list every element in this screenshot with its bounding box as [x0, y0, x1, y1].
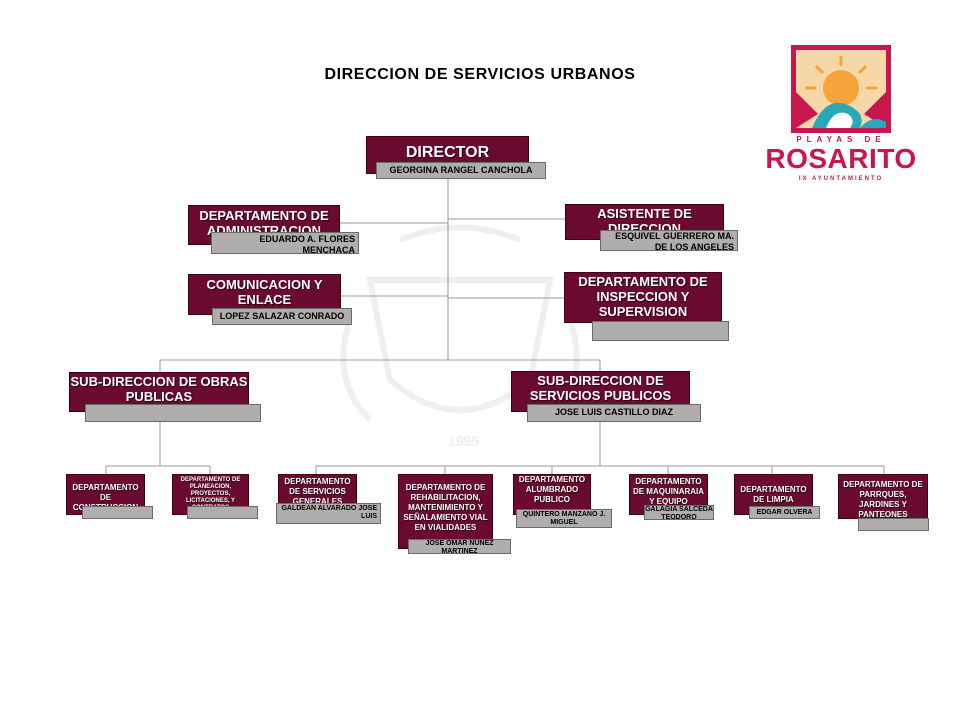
parques-department-box: DEPARTAMENTO DE PARRQUES, JARDINES Y PAN… — [838, 474, 928, 519]
maquinaria-department-title: DEPARTAMENTO DE MAQUINARAIA Y EQUIPO — [632, 477, 705, 506]
watermark-emblem: 1995 — [340, 224, 580, 449]
logo-bottom-text: IX AYUNTAMIENTO — [798, 176, 884, 182]
inspection-department-name — [592, 321, 729, 341]
sub-obras-name — [85, 404, 261, 422]
admin-department-name: EDUARDO A. FLORES MENCHACA — [211, 232, 359, 254]
construccion-department-name — [82, 506, 153, 519]
limpia-department-name: EDGAR OLVERA — [749, 506, 820, 519]
rehabilitacion-department-box: DEPARTAMENTO DE REHABILITACION, MANTENIM… — [398, 474, 493, 549]
alumbrado-department-title: DEPARTAMENTO ALUMBRADO PUBLICO — [518, 475, 586, 504]
sub-obras-title: SUB-DIRECCION DE OBRAS PUBLICAS — [70, 374, 248, 404]
director-title: DIRECTOR — [405, 144, 490, 161]
sub-servicios-name: JOSE LUIS CASTILLO DIAZ — [527, 404, 701, 422]
inspection-department-title: DEPARTAMENTO DE INSPECCION Y SUPERVISION — [578, 274, 708, 319]
maquinaria-department-name: GALAGIA SALCEDA TEODORO — [644, 505, 714, 520]
rehabilitacion-department-name: JOSE OMAR NUÑEZ MARTINEZ — [408, 539, 511, 554]
director-name: GEORGINA RANGEL CANCHOLA — [376, 162, 546, 179]
sub-servicios-title: SUB-DIRECCION DE SERVICIOS PUBLICOS — [529, 373, 672, 403]
rosarito-logo: PLAYAS DE ROSARITO IX AYUNTAMIENTO — [760, 44, 922, 188]
watermark-year: 1995 — [448, 433, 479, 449]
page-title: DIRECCION DE SERVICIOS URBANOS — [324, 66, 636, 83]
generales-department-name: GALDEAN ALVARADO JOSE LUIS — [276, 503, 381, 524]
alumbrado-department-box: DEPARTAMENTO ALUMBRADO PUBLICO — [513, 474, 591, 515]
limpia-department-title: DEPARTAMENTO DE LIMPIA — [740, 485, 807, 504]
parques-department-name — [858, 518, 929, 531]
rehabilitacion-department-title: DEPARTAMENTO DE REHABILITACION, MANTENIM… — [403, 483, 488, 532]
parques-department-title: DEPARTAMENTO DE PARRQUES, JARDINES Y PAN… — [843, 480, 923, 519]
inspection-department-box: DEPARTAMENTO DE INSPECCION Y SUPERVISION — [564, 272, 722, 323]
assistant-name: ESQUIVEL GUERRERO MA. DE LOS ANGELES — [600, 230, 738, 251]
logo-top-text: PLAYAS DE — [796, 135, 886, 144]
logo-emblem-icon — [791, 45, 891, 133]
generales-department-title: DEPARTAMENTO DE SERVICIOS GENERALES — [284, 477, 351, 506]
planeacion-department-name — [187, 506, 258, 519]
communication-title: COMUNICACION Y ENLACE — [206, 277, 323, 307]
communication-name: LOPEZ SALAZAR CONRADO — [212, 308, 352, 325]
logo-main-text: ROSARITO — [765, 143, 917, 174]
alumbrado-department-name: QUINTERO MANZANO J. MIGUEL — [516, 509, 612, 528]
